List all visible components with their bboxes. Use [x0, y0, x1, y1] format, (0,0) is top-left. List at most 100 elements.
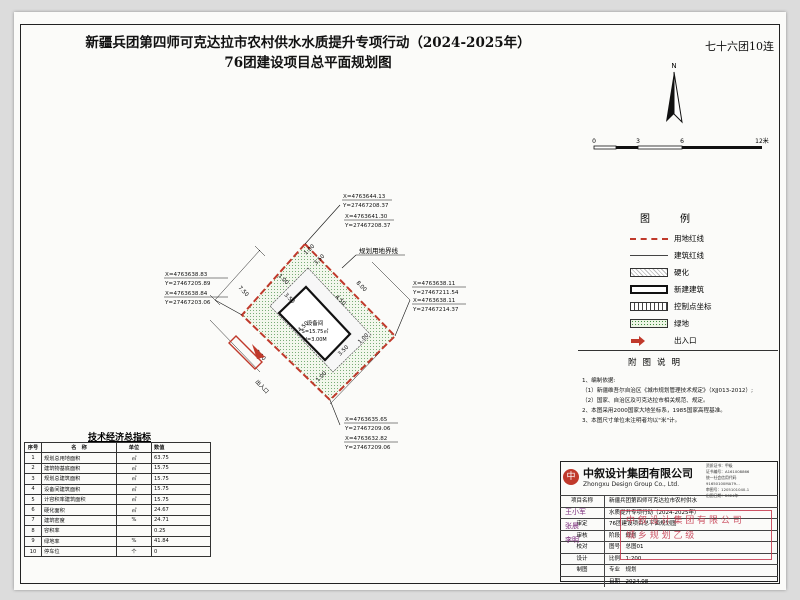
table-cell: 设备间建筑面积 [41, 483, 117, 495]
north-arrow-icon: N [666, 62, 683, 124]
table-cell: 41.84 [151, 535, 211, 547]
coord-label: X=4763641.30 [345, 214, 388, 220]
title-block-row: 项目名称新疆兵团第四师可克达拉市农村供水 [560, 495, 778, 507]
cert-line: 审图号：1205101040-1 [706, 487, 750, 492]
new-building-swatch-icon [630, 285, 668, 294]
coord-label: X=4763638.83 [165, 272, 208, 278]
table-cell: 15.75 [151, 493, 211, 506]
title-block-row: 制图专业 规划 [560, 564, 778, 576]
table-cell: 15.75 [151, 483, 211, 495]
company-name-en: Zhongxu Design Group Co., Ltd. [583, 481, 680, 488]
title-block-row: 审核阶段 规划 [560, 529, 778, 541]
coord-label: Y=27467203.06 [164, 300, 211, 306]
tb-label: 审核 [560, 530, 605, 541]
legend-label: 绿地 [674, 319, 689, 328]
table-cell: 硬化面积 [41, 504, 117, 516]
tb-label [560, 576, 605, 587]
title-block-row: 设计比例 1:200 [560, 552, 778, 564]
table-cell: 个 [116, 545, 152, 558]
legend: 用地红线 建筑红线 硬化 新建建筑 控制点坐标 绿地 出入口 [630, 230, 712, 349]
coord-label: X=4763632.82 [345, 436, 387, 442]
title-block-row: 水质提升专项行动（2024-2025年） [560, 506, 778, 518]
tb-label: 制图 [560, 565, 605, 576]
eco-table-title: 技术经济总指标 [88, 433, 152, 443]
table-header: 名 称 [41, 441, 117, 454]
title-line-2: 76团建设项目总平面规划图 [224, 55, 392, 71]
legend-item: 硬化 [630, 264, 712, 281]
legend-label: 出入口 [674, 336, 697, 345]
table-cell: 建筑物基底面积 [41, 462, 117, 475]
table-cell: 5 [24, 493, 42, 506]
table-cell: 0 [151, 545, 211, 558]
legend-label: 硬化 [674, 268, 689, 277]
dim-label: 8.00 [355, 280, 368, 293]
company-logo: 中 中叙设计集团有限公司 Zhongxu Design Group Co., L… [563, 465, 693, 488]
scale-tick: 0 [592, 138, 596, 145]
table-cell: 规划总建筑面积 [41, 473, 117, 485]
table-cell: % [116, 535, 152, 547]
scale-bar: 0 3 6 12米 [592, 137, 769, 150]
cert-line: 91650100MA79… [706, 481, 740, 486]
table-cell: 规划总用地面积 [41, 452, 117, 464]
table-cell: 4 [24, 483, 42, 495]
table-cell: ㎡ [116, 493, 152, 506]
table-cell [116, 525, 152, 537]
coord-label: Y=27467208.37 [342, 203, 389, 209]
table-cell: 0.25 [151, 525, 211, 537]
approval-stamp: 中 叙 设 计 集 团 有 限 公 司 城 乡 规 划 乙 级 [620, 510, 772, 560]
coord-label: Y=27467208.37 [344, 223, 391, 229]
company-logo-icon: 中 [563, 468, 579, 485]
tb-label: 校对 [560, 542, 605, 553]
table-cell: 9 [24, 535, 42, 547]
table-cell: ㎡ [116, 462, 152, 475]
dim-label: 7.50 [237, 285, 250, 298]
scale-tick: 3 [636, 138, 640, 145]
table-cell: % [116, 514, 152, 527]
table-cell: 停车位 [41, 545, 117, 558]
note-line: （1）新疆维吾尔自治区《城市规划管理技术规定》（XJJ013-2012）; [582, 388, 753, 394]
note-line: 3、本图尺寸单位未注明者均以"米"计。 [582, 418, 681, 424]
title-block-row: 校对图号 总图01 [560, 541, 778, 553]
table-header: 序号 [24, 441, 42, 454]
legend-item: 控制点坐标 [630, 298, 712, 315]
table-cell: ㎡ [116, 452, 152, 464]
table-cell: 8 [24, 525, 42, 537]
note-line: （2）国家、自治区及可克达拉市相关规范、规定。 [582, 398, 709, 404]
table-cell: ㎡ [116, 483, 152, 495]
tb-value: 76团建设项目总平面规划图 [609, 521, 677, 527]
table-cell: 计容积率建筑面积 [41, 493, 117, 506]
signature: 王小军 [565, 508, 586, 516]
table-cell: 15.75 [151, 473, 211, 485]
coord-label: X=4763638.11 [413, 298, 456, 304]
coord-label: X=4763635.65 [345, 417, 388, 423]
table-cell: 绿地率 [41, 535, 117, 547]
note-line: 2、本图采用2000国家大地坐标系，1985国家高程基准。 [582, 408, 726, 414]
signature: 张晨 [565, 522, 579, 530]
legend-item: 建筑红线 [630, 247, 712, 264]
scale-tick: 12米 [755, 137, 769, 145]
title-line-1: 新疆兵团第四师可克达拉市农村供水水质提升专项行动（2024-2025年） [85, 35, 531, 51]
table-cell: 10 [24, 545, 42, 558]
entrance-arrow-legend-icon [630, 336, 645, 346]
table-cell: 容积率 [41, 525, 117, 537]
control-point-swatch-icon [630, 302, 668, 311]
signatures: 王小军 张晨 李明 [565, 505, 586, 547]
table-cell: 1 [24, 452, 42, 464]
drawing-frame [20, 24, 780, 584]
tb-value: 专业 规划 [609, 567, 637, 573]
table-cell: ㎡ [116, 473, 152, 485]
building-area: S=15.75㎡ [302, 328, 329, 335]
greenspace-swatch-icon [630, 319, 668, 328]
cert-line: 资质证书：甲级 [706, 463, 733, 468]
table-cell: 2 [24, 462, 42, 475]
tb-value: 日期 2024.08 [609, 578, 649, 585]
tb-label: 设计 [560, 553, 605, 564]
entrance-arrow-icon [228, 335, 265, 370]
signature: 李明 [565, 536, 579, 544]
entrance-label: 出入口 [254, 378, 271, 395]
coord-label: Y=27467214.37 [412, 307, 459, 313]
